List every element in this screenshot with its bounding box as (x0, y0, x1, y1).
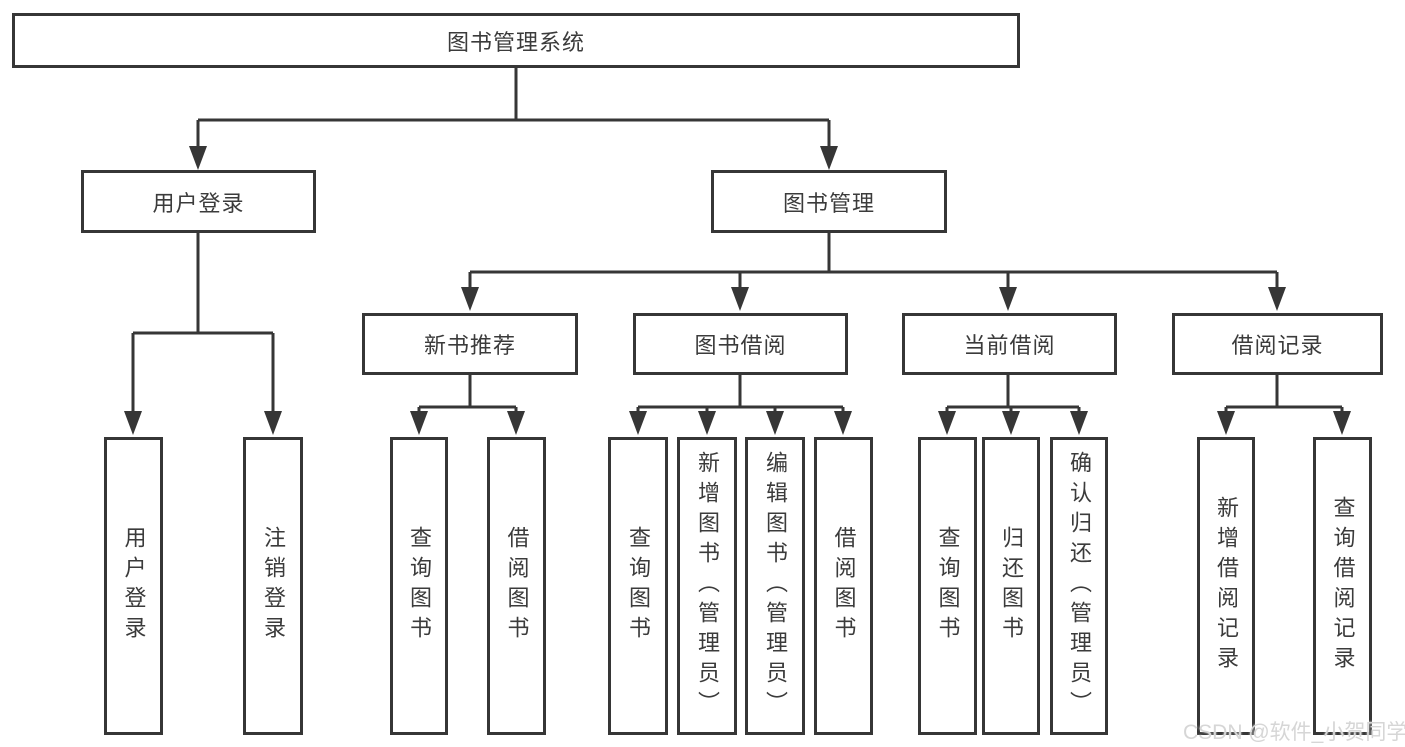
node-current-borrowing: 当前借阅 (902, 313, 1117, 375)
node-book-borrowing: 图书借阅 (633, 313, 848, 375)
leaf-add-book-admin-label: 新增图书（管理员） (695, 451, 720, 721)
leaf-return-books: 归还图书 (982, 437, 1040, 735)
leaf-borrow-books-recommend: 借阅图书 (487, 437, 546, 735)
leaf-return-books-label: 归还图书 (999, 526, 1024, 646)
leaf-query-books-borrow: 查询图书 (608, 437, 668, 735)
node-new-book-recommend: 新书推荐 (362, 313, 578, 375)
leaf-logout-login: 注销登录 (243, 437, 303, 735)
leaf-edit-book-admin-label: 编辑图书（管理员） (763, 451, 788, 721)
leaf-add-book-admin: 新增图书（管理员） (677, 437, 737, 735)
leaf-borrow-books-recommend-label: 借阅图书 (504, 526, 530, 646)
leaf-confirm-return-admin: 确认归还（管理员） (1050, 437, 1108, 735)
node-user-login: 用户登录 (81, 170, 316, 233)
leaf-confirm-return-admin-label: 确认归还（管理员） (1067, 451, 1092, 721)
leaf-query-borrow-record: 查询借阅记录 (1313, 437, 1372, 735)
leaf-borrow-books-borrow: 借阅图书 (814, 437, 873, 735)
leaf-query-books-recommend: 查询图书 (390, 437, 448, 735)
leaf-user-login-label: 用户登录 (121, 526, 147, 646)
leaf-query-borrow-record-label: 查询借阅记录 (1330, 496, 1356, 676)
leaf-query-books-borrow-label: 查询图书 (626, 526, 651, 646)
leaf-add-borrow-record-label: 新增借阅记录 (1214, 496, 1239, 676)
node-book-management: 图书管理 (711, 170, 947, 233)
leaf-query-books-current-label: 查询图书 (935, 526, 961, 646)
leaf-logout-login-label: 注销登录 (261, 526, 286, 646)
node-borrowing-records: 借阅记录 (1172, 313, 1383, 375)
leaf-add-borrow-record: 新增借阅记录 (1197, 437, 1255, 735)
leaf-edit-book-admin: 编辑图书（管理员） (745, 437, 805, 735)
leaf-borrow-books-borrow-label: 借阅图书 (831, 526, 857, 646)
node-library-management-system: 图书管理系统 (12, 13, 1020, 68)
arrow-heads (124, 146, 1351, 435)
leaf-query-books-current: 查询图书 (918, 437, 977, 735)
leaf-user-login: 用户登录 (104, 437, 163, 735)
csdn-watermark: CSDN @软件_小贺同学 (1183, 721, 1405, 744)
leaf-query-books-recommend-label: 查询图书 (407, 526, 432, 646)
